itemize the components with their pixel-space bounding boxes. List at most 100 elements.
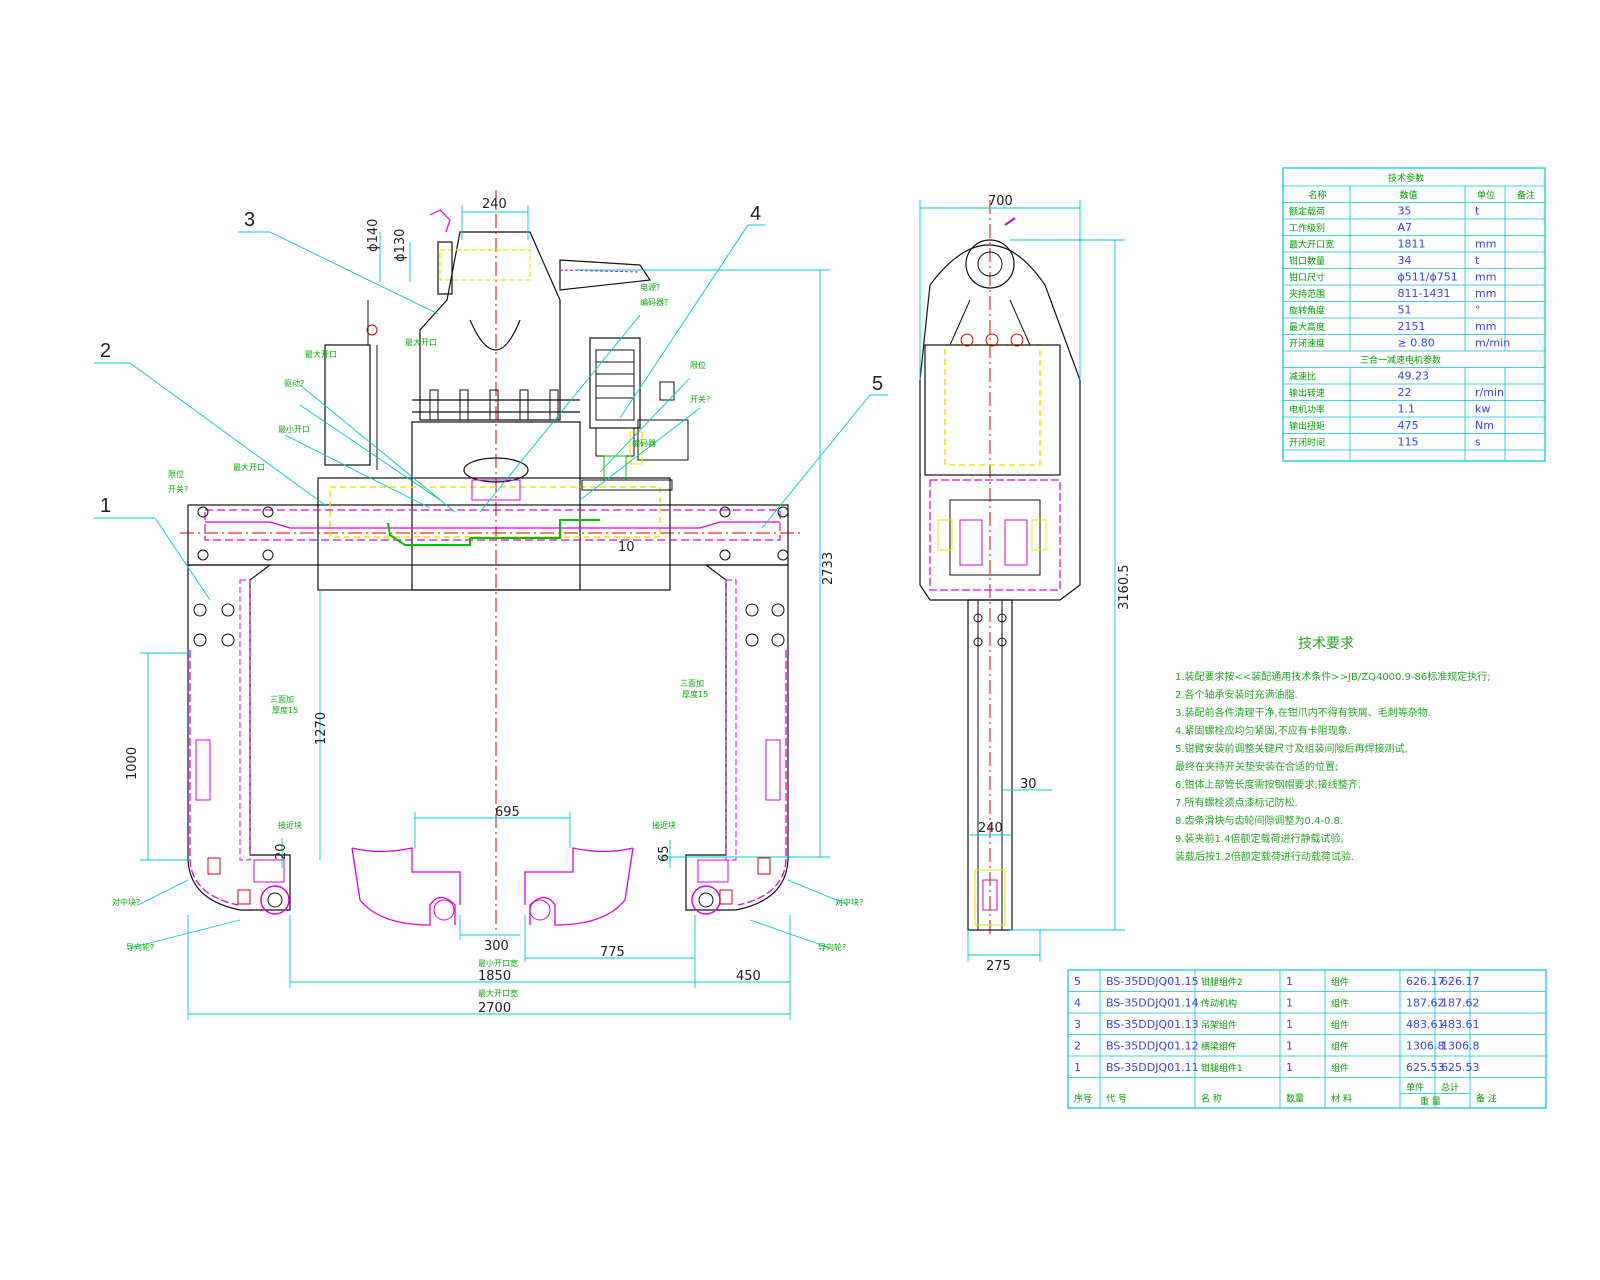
dim-2700-label: 最大开口宽 (478, 988, 518, 998)
tech-params-cell: mm (1475, 320, 1496, 333)
control-box (324, 344, 371, 466)
bom-cell: 组件 (1331, 1041, 1349, 1053)
bom-cell: 吊架组件 (1201, 1019, 1237, 1031)
motor-params-title: 三合一减速电机参数 (1360, 354, 1441, 366)
dim-phi130: ϕ130 (393, 229, 408, 262)
bom-cell: 1306.8 (1441, 1040, 1480, 1053)
note-lug-right: 接近块 (652, 820, 676, 830)
motor-params-cell: 475 (1398, 419, 1419, 432)
motor-params-cell: 减速比 (1289, 371, 1316, 383)
svg-text:4: 4 (750, 203, 761, 225)
bom-cell: 1 (1286, 1040, 1293, 1053)
requirement-line: 最终在夹持开关垫安装在合适的位置; (1175, 760, 1338, 773)
dim-1850: 1850 (478, 969, 511, 984)
side-gear-box (949, 499, 1041, 576)
handle-bracket (559, 259, 652, 291)
inner-slide-yellow (329, 486, 661, 538)
svg-text:3: 3 (244, 209, 255, 231)
bom-cell: 2 (1074, 1040, 1081, 1053)
bom-cell: BS-35DDJQ01.14 (1106, 997, 1199, 1010)
tech-params-cell: 钳口尺寸 (1289, 272, 1325, 284)
rack-path (205, 521, 780, 529)
note-thick15-left-a: 三面加 (270, 694, 294, 704)
tech-params-cell: mm (1475, 271, 1496, 284)
note-max-open-2: 最大开口 (233, 462, 265, 472)
tech-params-header: 名称 (1309, 189, 1327, 201)
note-lug-left: 接近块 (278, 820, 302, 830)
bom-header: 名 称 (1201, 1093, 1222, 1105)
motor-params-cell: 开闭时间 (1289, 437, 1325, 449)
side-dim-30: 30 (1020, 777, 1037, 792)
motor-params-cell: Nm (1475, 419, 1494, 432)
bom-cell: 5 (1074, 975, 1081, 988)
balloon-4: 4 (748, 203, 765, 226)
tech-params-header: 数值 (1400, 189, 1418, 201)
svg-text:2: 2 (100, 340, 111, 362)
flange-bolts (412, 389, 580, 421)
note-limit-2: 限位 (690, 360, 706, 370)
bom-header: 数量 (1286, 1093, 1304, 1105)
pin-yellow (439, 249, 531, 281)
note-thick15-right-b: 厚度15 (682, 689, 708, 699)
hanger-body (419, 231, 561, 421)
pinion (471, 479, 521, 501)
dim-695: 695 (495, 805, 520, 820)
bom-cell: BS-35DDJQ01.15 (1106, 975, 1199, 988)
note-proxy-left: 对中块? (112, 897, 140, 907)
tech-params-cell: 开闭速度 (1289, 338, 1325, 350)
tech-params-cell: ≥ 0.80 (1398, 337, 1435, 350)
motor (581, 337, 689, 491)
lamp (366, 324, 378, 336)
side-yellow-block (944, 344, 1041, 466)
note-connector: 电源? (640, 282, 660, 292)
technical-requirements: 技术要求 1.装配要求按<<装配通用技术条件>>JB/ZQ4000.9-86标准… (1175, 636, 1491, 863)
note-encoder: 编码器 (632, 438, 656, 448)
svg-text:5: 5 (872, 373, 883, 395)
tech-params-title: 技术参数 (1388, 172, 1424, 184)
bom-weight-label: 重 量 (1420, 1096, 1441, 1108)
bom-cell: 187.62 (1441, 997, 1480, 1010)
side-dim-3160: 3160.5 (1117, 565, 1132, 611)
hanger-arc (469, 319, 521, 351)
note-min-open: 最小开口 (278, 425, 310, 434)
bom-cell: 4 (1074, 997, 1081, 1010)
tech-params-cell: 最大开口宽 (1289, 239, 1334, 251)
main-beam (187, 504, 789, 566)
side-upper-frame (924, 344, 1061, 476)
note-proxy-right: 对中块? (835, 897, 863, 907)
side-gear-l (959, 519, 983, 566)
side-dim-275: 275 (986, 959, 1011, 974)
handle-chain (559, 269, 641, 273)
dim-240-top: 240 (482, 197, 507, 212)
bom-cell: 组件 (1331, 1019, 1349, 1031)
bom-cell: 187.62 (1406, 997, 1445, 1010)
balloon-5: 5 (870, 373, 888, 396)
side-brg-r (1031, 519, 1047, 551)
side-dim-700: 700 (988, 194, 1013, 209)
motor-params-cell: 22 (1398, 386, 1412, 399)
bom-cell: 626.17 (1441, 975, 1480, 988)
svg-text:1: 1 (100, 495, 111, 517)
requirement-line: 4.紧固螺栓应均匀紧固,不应有卡阻现象. (1175, 724, 1351, 737)
front-view: 1 2 3 4 5 240 ϕ140 ϕ130 2733 1000 1270 6… (94, 190, 888, 1020)
bom-cell: BS-35DDJQ01.13 (1106, 1018, 1199, 1031)
bom-cell: 横梁组件 (1201, 1041, 1237, 1053)
side-wheel (974, 869, 1006, 926)
bom-cell: 625.53 (1406, 1061, 1445, 1074)
pin-handle (429, 209, 451, 233)
bom-cell: BS-35DDJQ01.11 (1106, 1061, 1199, 1074)
requirement-line: 3.装配前各件清理干净,在钳爪内不得有铁屑、毛刺等杂物. (1175, 706, 1431, 719)
tech-params-cell: ° (1475, 304, 1481, 317)
side-dim-240: 240 (978, 821, 1003, 836)
bom-cell: BS-35DDJQ01.12 (1106, 1040, 1199, 1053)
tech-params-cell: m/min (1475, 337, 1510, 350)
dim-10: 10 (618, 540, 635, 555)
side-gear-r (1004, 519, 1028, 566)
side-view: 700 3160.5 30 240 275 (919, 194, 1132, 974)
bom-cell: 1 (1074, 1061, 1081, 1074)
dim-2700: 2700 (478, 1001, 511, 1016)
rack-magenta (204, 509, 781, 541)
side-wheel-hub (982, 879, 998, 911)
